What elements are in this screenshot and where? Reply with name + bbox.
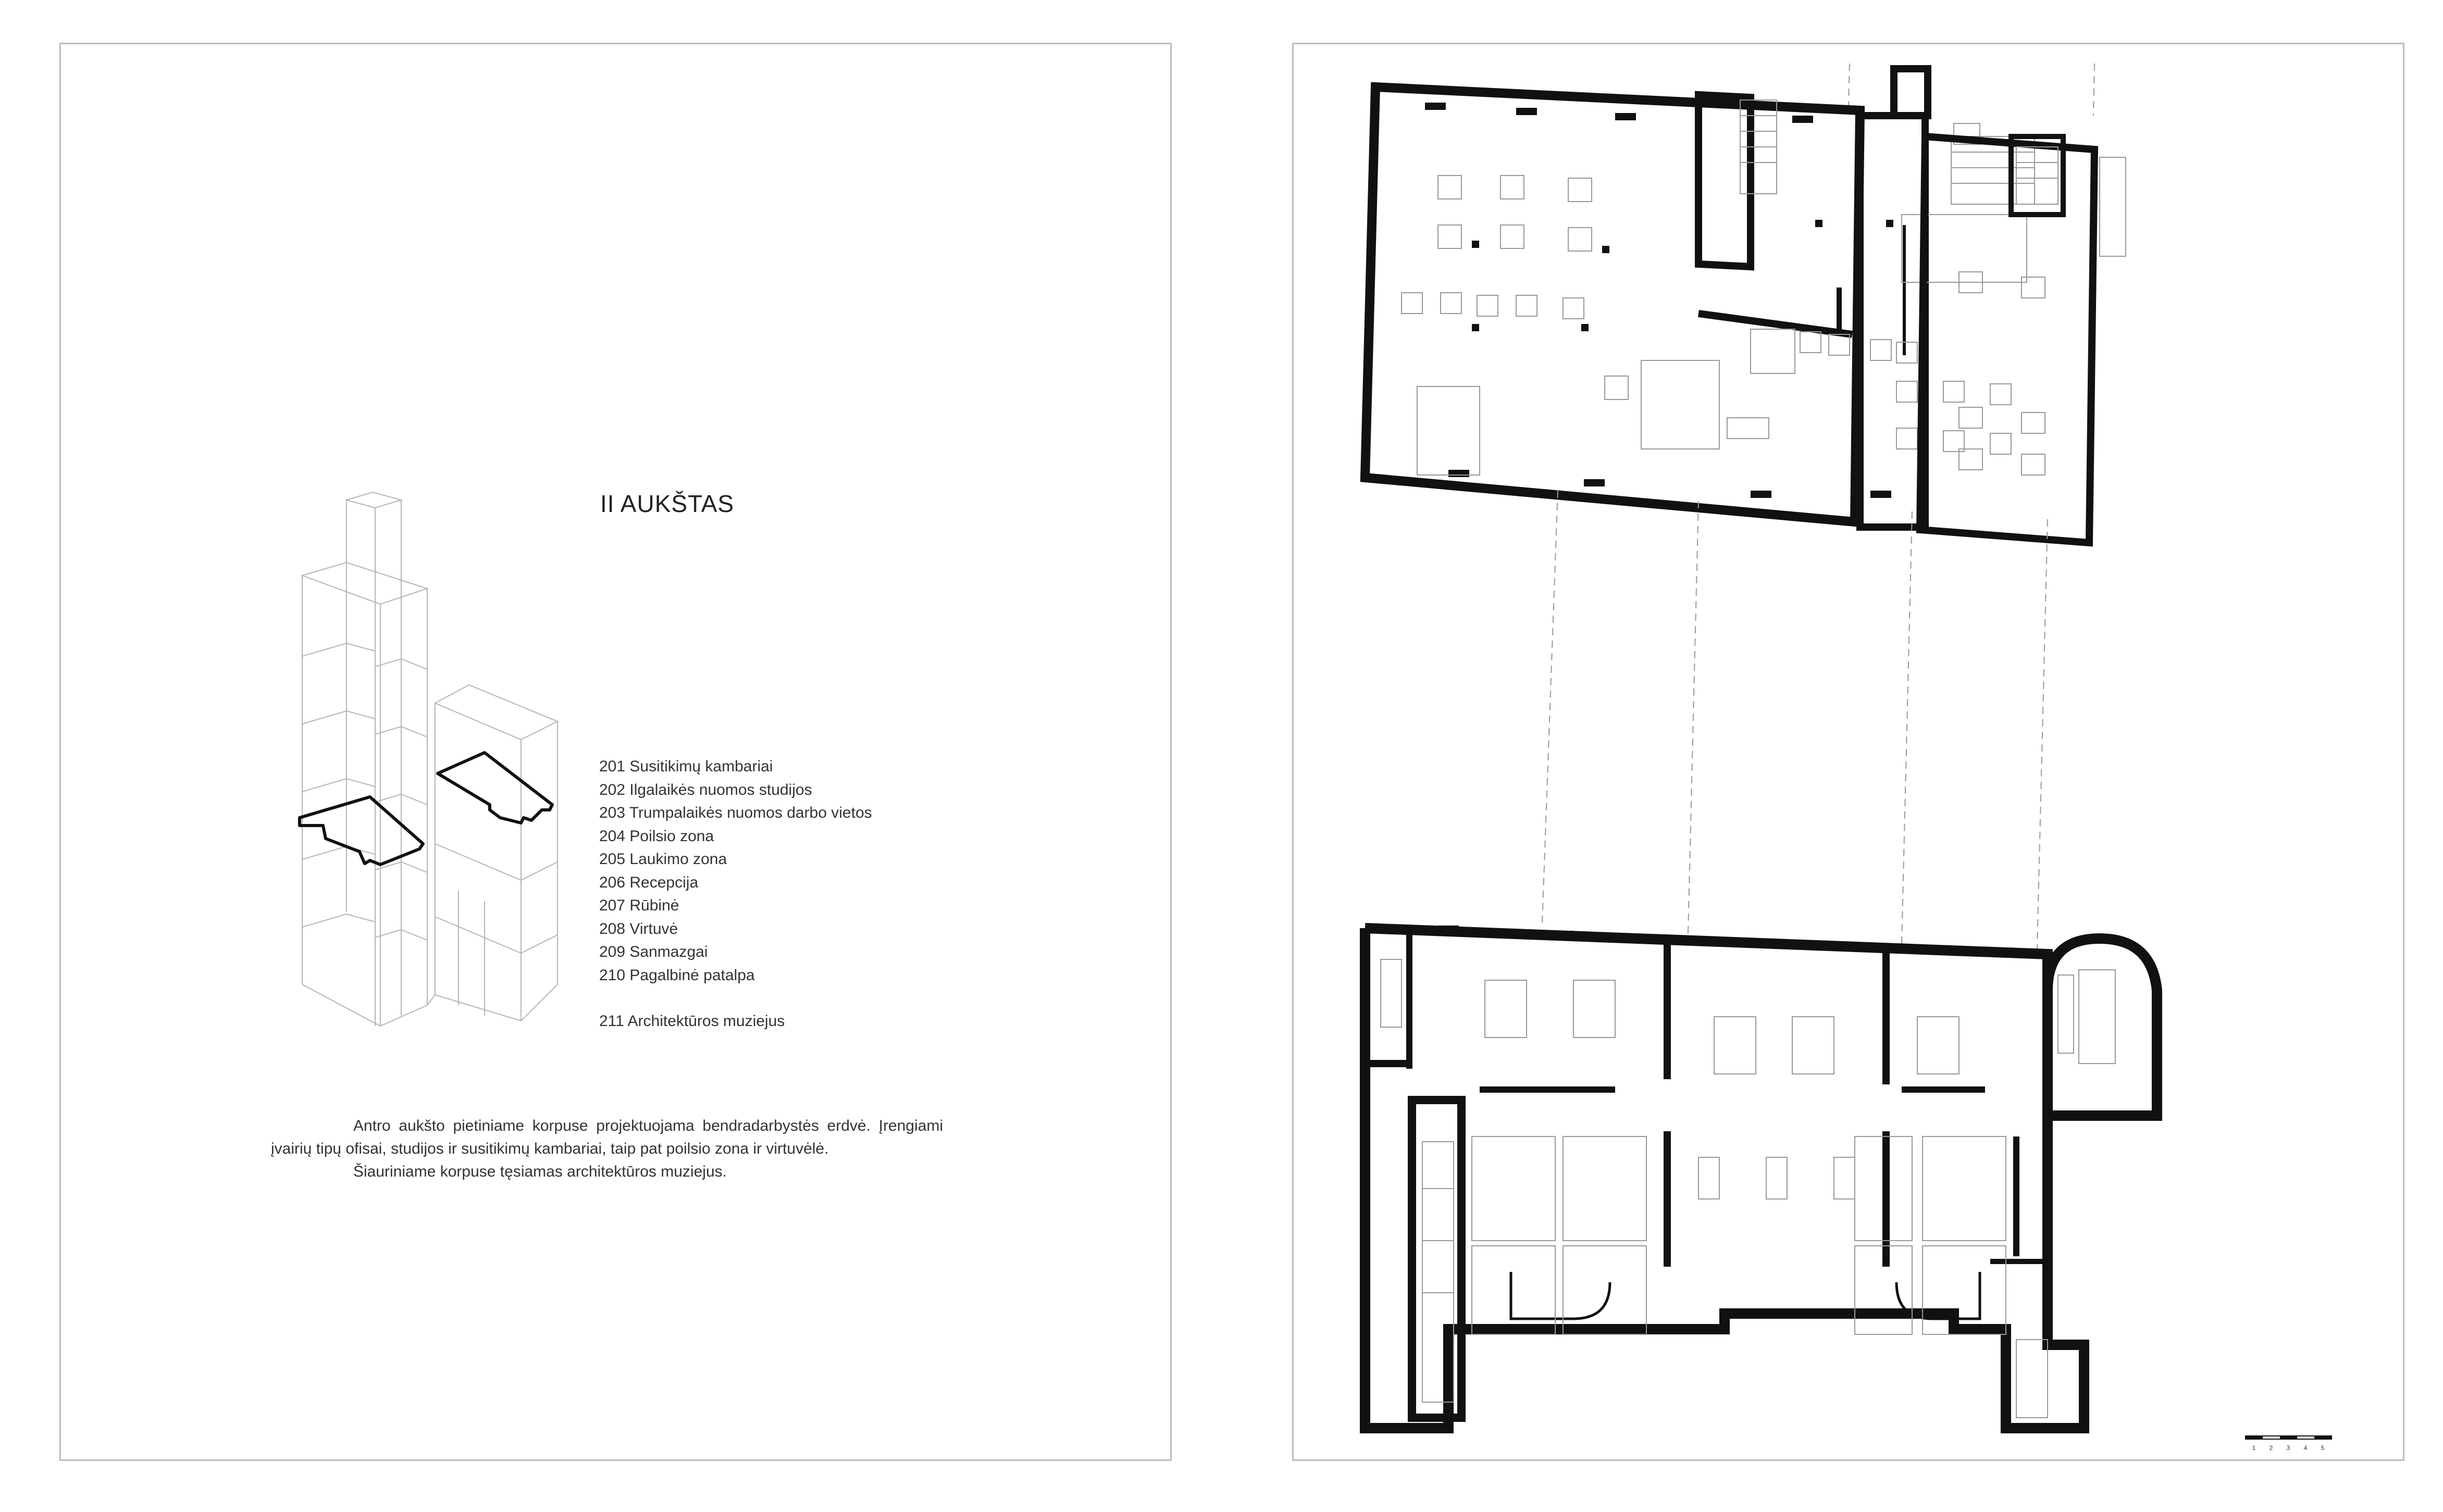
axonometric-diagram: [298, 491, 559, 1027]
legend-item: 206 Recepcija: [599, 873, 699, 891]
north-building-plan: [1360, 65, 2126, 547]
scale-bar: 1 2 3 4 5: [2245, 1435, 2332, 1452]
scale-label: 3: [2287, 1444, 2290, 1452]
floor-plans: 1 2 3 4 5: [1360, 63, 2332, 1452]
legend-item: 204 Poilsio zona: [599, 827, 714, 845]
description-paragraph: Šiauriniame korpuse tęsiamas architektūr…: [353, 1163, 727, 1180]
scale-label: 5: [2321, 1444, 2325, 1452]
description-paragraph: Antro aukšto pietiniame korpuse projektu…: [271, 1117, 943, 1157]
left-page: [59, 43, 1172, 1461]
legend-item: 205 Laukimo zona: [599, 851, 727, 868]
legend-item: 210 Pagalbinė patalpa: [599, 966, 755, 984]
scale-label: 2: [2270, 1444, 2273, 1452]
legend-item: 207 Rūbinė: [599, 897, 679, 914]
page-title: II AUKŠTAS: [600, 490, 735, 517]
floor-description: Antro aukšto pietiniame korpuse projektu…: [271, 1115, 943, 1183]
legend-item: 201 Susitikimų kambariai: [599, 758, 773, 775]
legend-item: 208 Virtuvė: [599, 920, 678, 938]
south-building-plan: [1360, 923, 2162, 1433]
legend-item-museum: 211 Architektūros muziejus: [599, 1013, 785, 1030]
legend-item: 202 Ilgalaikės nuomos studijos: [599, 781, 812, 798]
legend-item: 203 Trumpalaikės nuomos darbo vietos: [599, 804, 872, 821]
legend-item: 209 Sanmazgai: [599, 943, 708, 960]
right-page: [1292, 43, 2404, 1461]
scale-label: 1: [2252, 1444, 2256, 1452]
room-legend: 201 Susitikimų kambariai 202 Ilgalaikės …: [599, 755, 872, 1033]
scale-label: 4: [2304, 1444, 2308, 1452]
